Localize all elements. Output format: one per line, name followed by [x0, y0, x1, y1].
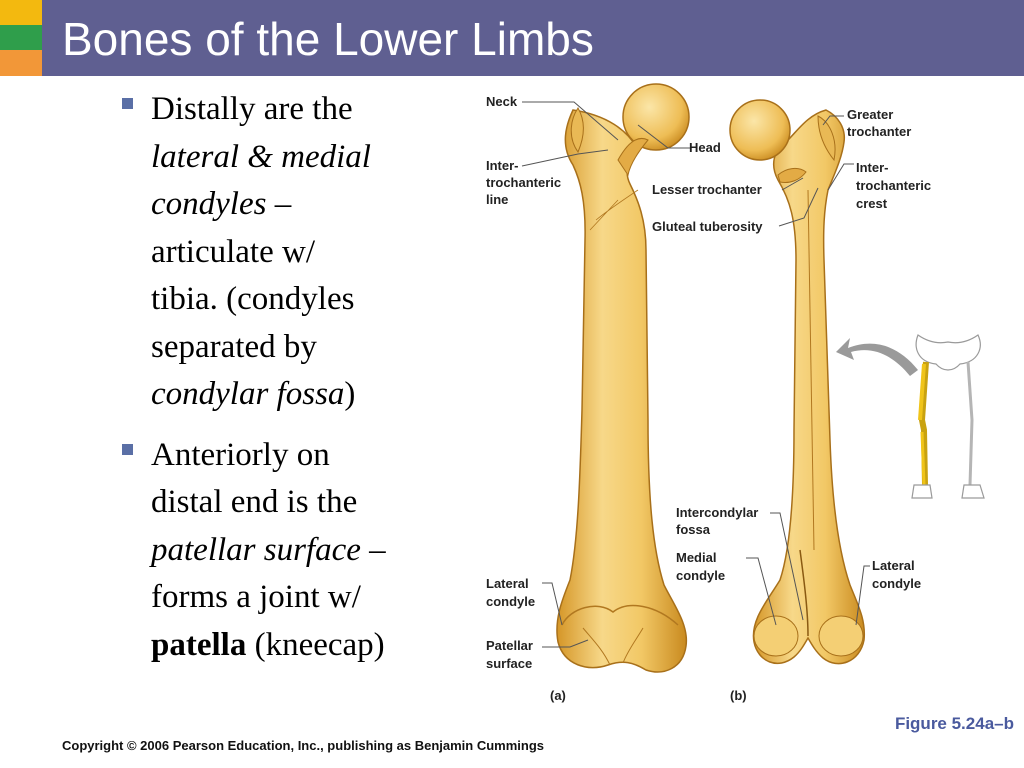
- femur-anterior: [556, 83, 690, 673]
- text-run: forms a joint w/: [151, 579, 361, 615]
- text-run: Distally are the: [151, 91, 353, 127]
- label-intertrochanteric-crest-3: crest: [856, 196, 888, 211]
- femur-figure: Neck Inter- trochanteric line Head Lesse…: [478, 80, 1024, 710]
- bullet-line: condylar fossa): [151, 371, 452, 419]
- slide-title: Bones of the Lower Limbs: [62, 13, 594, 65]
- text-run: tibia. (condyles: [151, 281, 355, 317]
- text-run: separated by: [151, 328, 317, 365]
- label-intercondylar-fossa-2: fossa: [676, 522, 711, 537]
- text-run: Anteriorly on: [151, 436, 330, 473]
- text-run: patellar surface: [151, 531, 361, 568]
- title-bar: Bones of the Lower Limbs: [0, 0, 1024, 76]
- skeleton-thumbnail-icon: [911, 334, 985, 499]
- bullet-line: condyles –: [151, 181, 452, 229]
- bullet-line: patellar surface –: [151, 527, 452, 575]
- bullet-line: Distally are the: [151, 86, 452, 134]
- bullet-line: lateral & medial: [151, 134, 452, 182]
- text-run: condyles: [151, 186, 267, 222]
- text-run: distal end is the: [151, 484, 358, 520]
- accent-square-orange: [0, 50, 42, 76]
- text-run: lateral & medial: [151, 138, 371, 175]
- pointer-arrow-icon: [836, 338, 918, 376]
- copyright-footer: Copyright © 2006 Pearson Education, Inc.…: [62, 738, 544, 753]
- bullet-text: Distally are the lateral & medial condyles…: [151, 86, 452, 419]
- label-intercondylar-fossa-1: Intercondylar: [676, 505, 758, 520]
- label-lateral-condyle-b-1: Lateral: [872, 558, 915, 573]
- bullet-line: tibia. (condyles: [151, 276, 452, 324]
- text-run: –: [360, 531, 386, 568]
- bullet-line: distal end is the: [151, 479, 452, 527]
- label-neck: Neck: [486, 94, 518, 109]
- label-medial-condyle-1: Medial: [676, 550, 716, 565]
- label-intertrochanteric-line-3: line: [486, 192, 508, 207]
- label-intertrochanteric-crest-2: trochanteric: [856, 178, 931, 193]
- bullet-line: forms a joint w/: [151, 574, 452, 622]
- femur-posterior: [729, 99, 866, 665]
- label-intertrochanteric-crest-1: Inter-: [856, 160, 889, 175]
- bullet-square-icon: [122, 98, 133, 109]
- text-run: articulate w/: [151, 233, 316, 270]
- label-intertrochanteric-line-1: Inter-: [486, 158, 519, 173]
- bullet-text: Anteriorly on distal end is the patellar s…: [151, 432, 452, 670]
- bullet-list: Distally are the lateral & medial condyles…: [122, 86, 452, 682]
- label-lesser-trochanter: Lesser trochanter: [652, 182, 762, 197]
- accent-square-yellow: [0, 0, 42, 25]
- label-greater-trochanter-2: trochanter: [847, 124, 911, 139]
- text-run: patella: [151, 626, 247, 663]
- label-lateral-condyle-a-1: Lateral: [486, 576, 529, 591]
- accent-square-green: [0, 25, 42, 50]
- bullet-line: patella (kneecap): [151, 622, 452, 670]
- label-lateral-condyle-b-2: condyle: [872, 576, 921, 591]
- label-view-a: (a): [550, 688, 566, 703]
- label-intertrochanteric-line-2: trochanteric: [486, 175, 561, 190]
- bullet-line: Anteriorly on: [151, 432, 452, 480]
- bullet-line: separated by: [151, 324, 452, 372]
- label-lateral-condyle-a-2: condyle: [486, 594, 535, 609]
- bullet-item: Anteriorly on distal end is the patellar s…: [122, 432, 452, 670]
- text-run: ): [344, 376, 356, 412]
- label-view-b: (b): [730, 688, 747, 703]
- bullet-item: Distally are the lateral & medial condyles…: [122, 86, 452, 419]
- text-run: condylar fossa: [151, 376, 345, 412]
- label-patellar-surface-1: Patellar: [486, 638, 533, 653]
- text-run: –: [266, 186, 292, 222]
- bullet-line: articulate w/: [151, 229, 452, 277]
- leader-lines: [521, 101, 870, 648]
- label-medial-condyle-2: condyle: [676, 568, 725, 583]
- bullet-square-icon: [122, 443, 133, 455]
- figure-caption: Figure 5.24a–b: [894, 714, 1014, 733]
- label-head: Head: [689, 140, 721, 155]
- label-gluteal-tuberosity: Gluteal tuberosity: [652, 219, 763, 234]
- label-greater-trochanter-1: Greater: [847, 107, 893, 122]
- text-run: (kneecap): [246, 626, 385, 663]
- label-patellar-surface-2: surface: [486, 656, 532, 671]
